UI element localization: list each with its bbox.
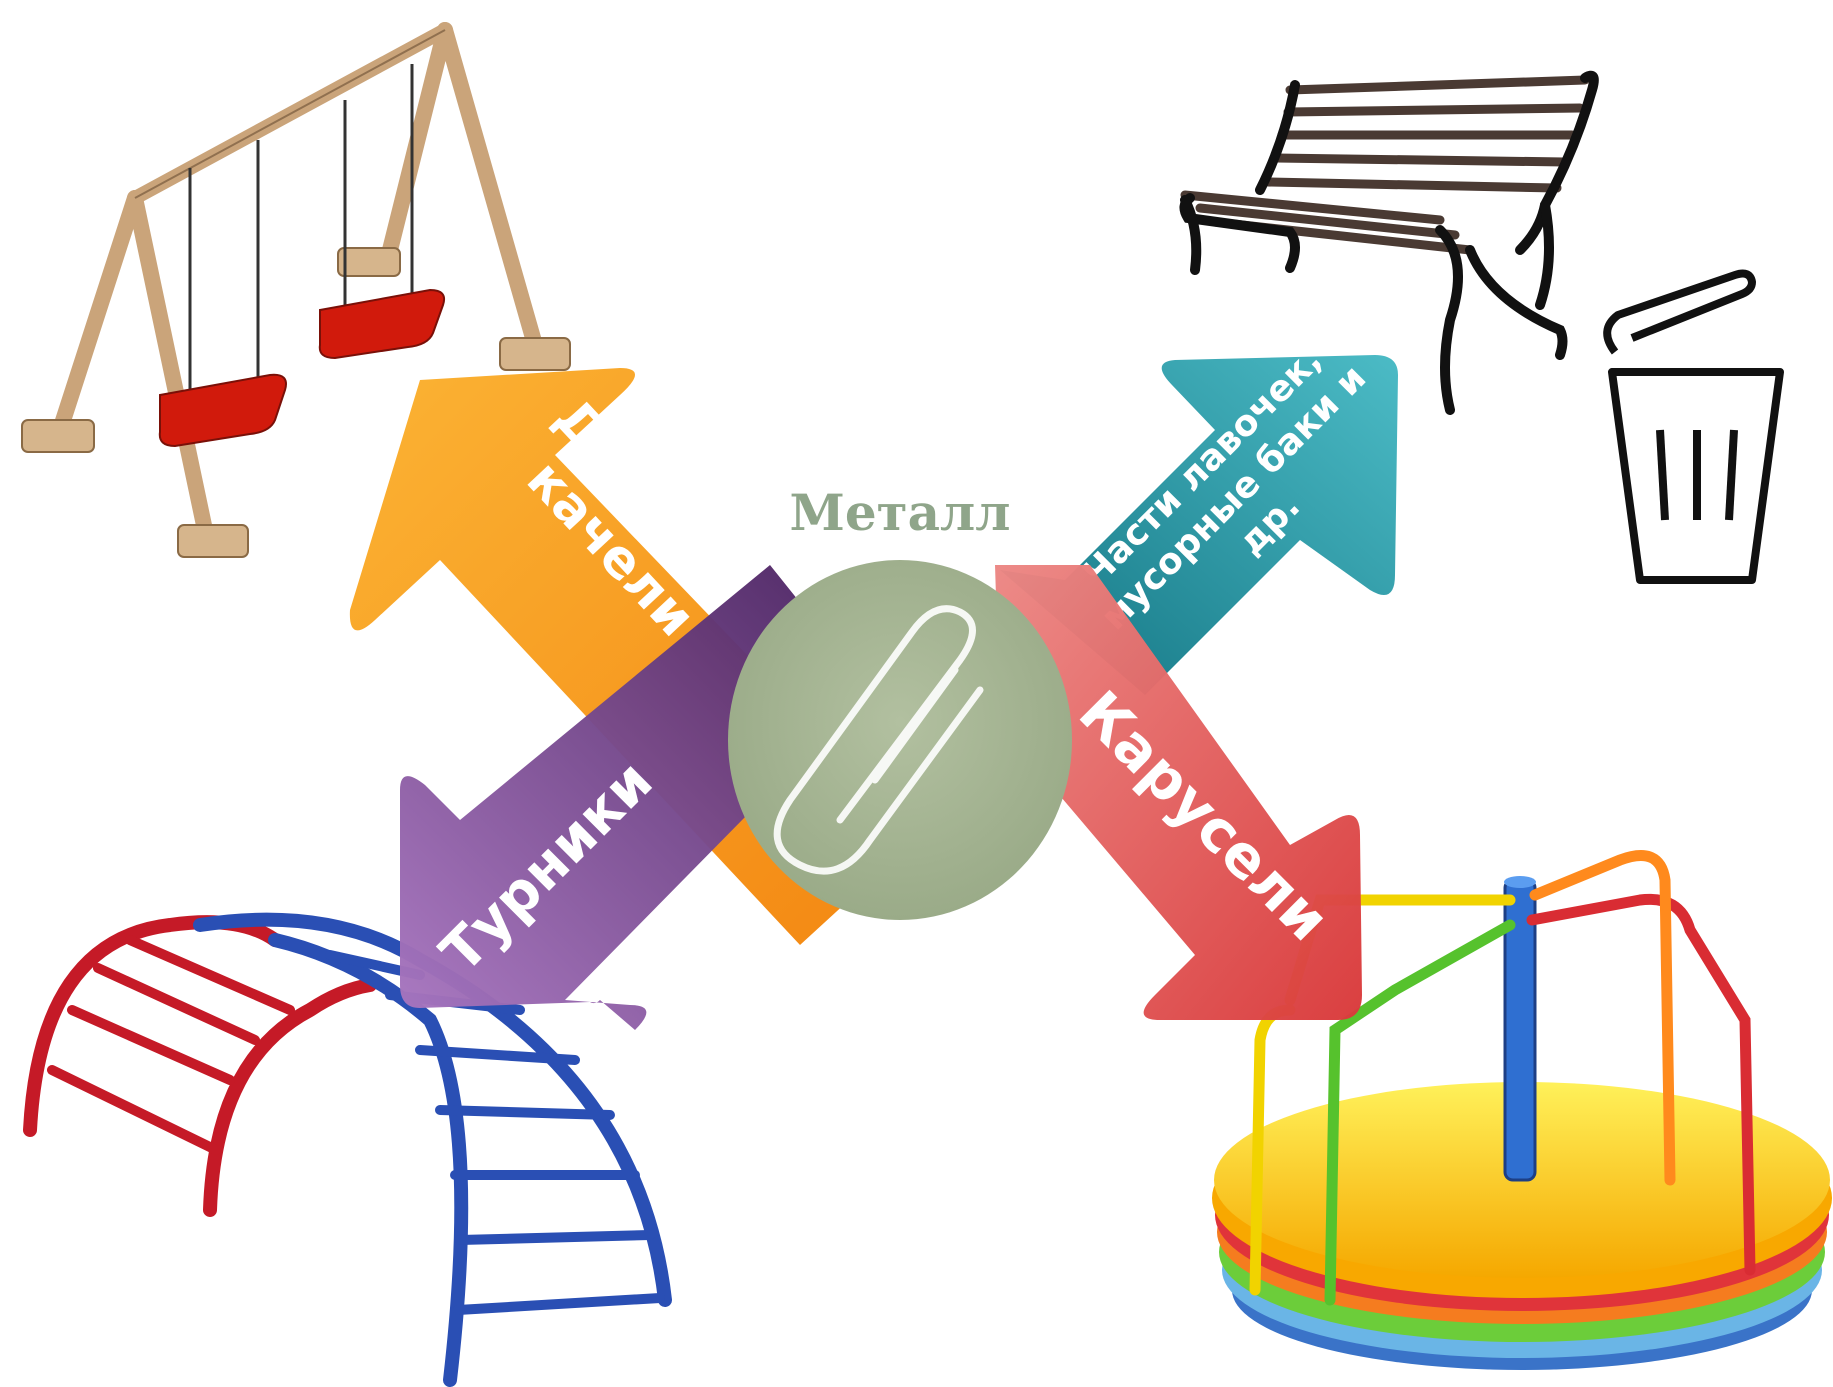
swing-set-illustration [21, 22, 571, 558]
bench-illustration [1179, 70, 1599, 415]
carousel-illustration [1212, 850, 1832, 1370]
trash-can-icon [1603, 269, 1784, 584]
paperclip-icon [773, 605, 984, 875]
center-title: Металл [789, 483, 1010, 542]
center-metal-node: Металл [728, 483, 1072, 920]
arch-monkey-bars-illustration [23, 912, 672, 1387]
